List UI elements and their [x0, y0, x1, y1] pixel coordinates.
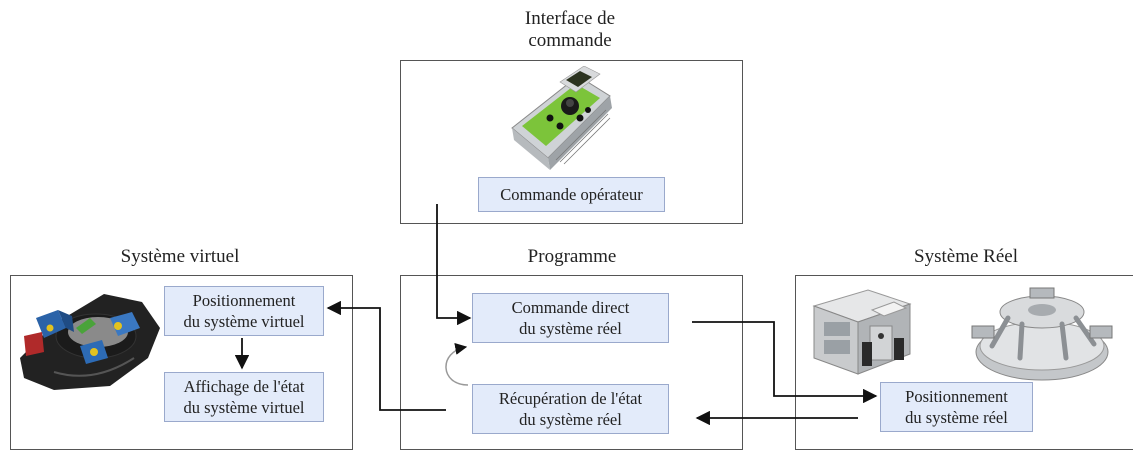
virtual-system-title: Système virtuel	[120, 246, 240, 267]
state-retrieval-line2: du système réel	[519, 410, 622, 429]
real-positioning-line2: du système réel	[905, 408, 1008, 427]
real-system-title: Système Réel	[914, 246, 1018, 267]
arrow-command-to-real	[692, 321, 878, 404]
virtual-positioning-box: Positionnement du système virtuel	[164, 286, 324, 336]
interface-panel	[400, 60, 743, 224]
programme-title: Programme	[527, 246, 617, 267]
loop-arrow	[445, 343, 469, 386]
direct-command-line1: Commande direct	[511, 298, 630, 317]
state-retrieval-line1: Récupération de l'état	[498, 389, 643, 408]
gripper-module-icon	[810, 282, 918, 382]
virtual-positioning-line2: du système virtuel	[183, 312, 305, 331]
virtual-robot-model-icon	[14, 288, 162, 392]
arrow-operator-to-command	[436, 204, 472, 326]
hexapod-platform-icon	[966, 282, 1116, 384]
virtual-positioning-line1: Positionnement	[192, 291, 296, 310]
virtual-display-box: Affichage de l'état du système virtuel	[164, 372, 324, 422]
real-positioning-box: Positionnement du système réel	[880, 382, 1033, 432]
arrow-retrieval-to-virtual	[326, 300, 446, 411]
control-console-icon	[500, 65, 620, 174]
state-retrieval-box: Récupération de l'état du système réel	[472, 384, 669, 434]
interface-title: Interface de commande	[480, 8, 660, 52]
arrow-layer	[234, 204, 878, 426]
operator-command-box: Commande opérateur	[478, 177, 665, 212]
interface-title-line1: Interface de	[524, 8, 616, 29]
virtual-display-line1: Affichage de l'état	[183, 377, 305, 396]
real-positioning-line1: Positionnement	[905, 387, 1008, 406]
interface-title-line2: commande	[528, 30, 612, 51]
direct-command-box: Commande direct du système réel	[472, 293, 669, 343]
operator-command-label: Commande opérateur	[500, 185, 643, 204]
virtual-display-line2: du système virtuel	[183, 398, 305, 417]
direct-command-line2: du système réel	[519, 319, 622, 338]
